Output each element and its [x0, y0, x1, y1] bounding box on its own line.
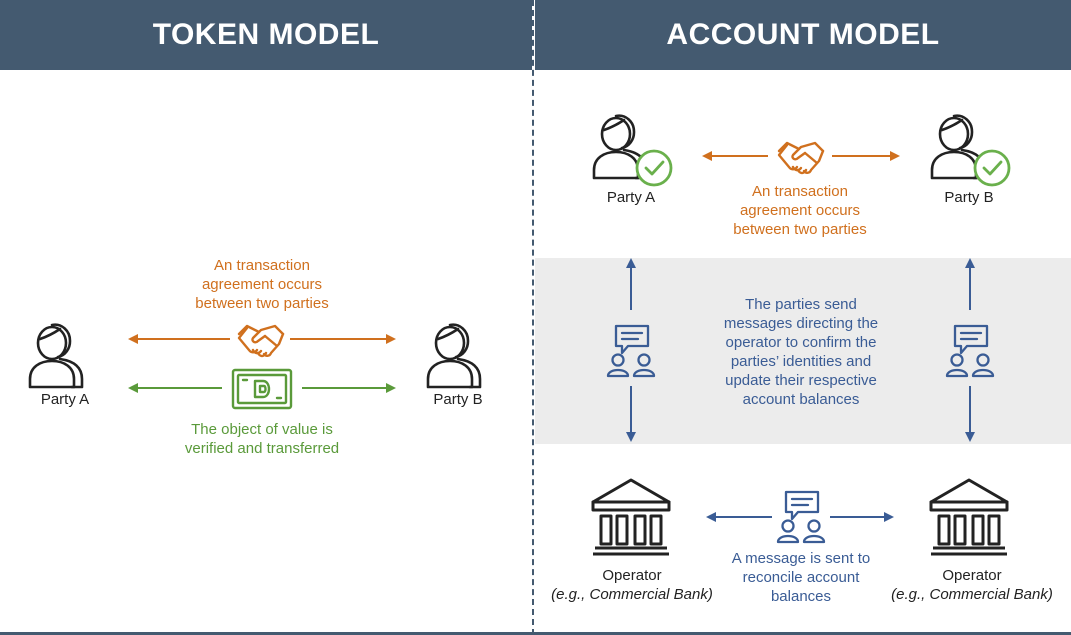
reconcile-text: A message is sent to reconcile account b… [731, 550, 871, 605]
party-a-checkmark-icon [635, 149, 673, 187]
token-party-b-label: Party B [433, 391, 483, 408]
party-a-icon [28, 323, 84, 389]
send-messages-text: The parties send messages directing the … [723, 296, 879, 408]
token-agreement-arrow [128, 334, 396, 344]
right-operator-label: Operator (e.g., Commercial Bank) [891, 567, 1053, 603]
account-party-a-label: Party A [606, 189, 656, 206]
token-value-arrow [128, 383, 396, 393]
left-operator-label: Operator (e.g., Commercial Bank) [551, 567, 713, 603]
reconcile-arrow [706, 512, 894, 522]
left-vertical-arrow [626, 258, 636, 442]
reconcile-chat-people-icon [776, 490, 826, 544]
token-model-header: TOKEN MODEL [0, 0, 532, 70]
bottom-rule [0, 632, 1071, 635]
money-bill-icon [231, 368, 293, 410]
token-value-text: The object of value is verified and tran… [184, 421, 340, 457]
handshake-icon [237, 324, 285, 358]
right-chat-people-icon [945, 324, 995, 378]
party-b-checkmark-icon [973, 149, 1011, 187]
account-model-title: ACCOUNT MODEL [666, 18, 940, 51]
left-chat-people-icon [606, 324, 656, 378]
section-divider [532, 0, 534, 635]
account-agreement-arrow [702, 151, 900, 161]
token-party-a-label: Party A [40, 391, 90, 408]
account-agreement-text: An transaction agreement occurs between … [733, 183, 867, 238]
token-agreement-text: An transaction agreement occurs between … [195, 257, 329, 312]
account-model-header: ACCOUNT MODEL [535, 0, 1071, 70]
account-handshake-icon [777, 141, 825, 175]
party-b-icon [426, 323, 482, 389]
left-bank-icon [591, 478, 671, 556]
account-party-b-label: Party B [944, 189, 994, 206]
token-model-title: TOKEN MODEL [152, 18, 380, 51]
right-vertical-arrow [965, 258, 975, 442]
right-bank-icon [929, 478, 1009, 556]
